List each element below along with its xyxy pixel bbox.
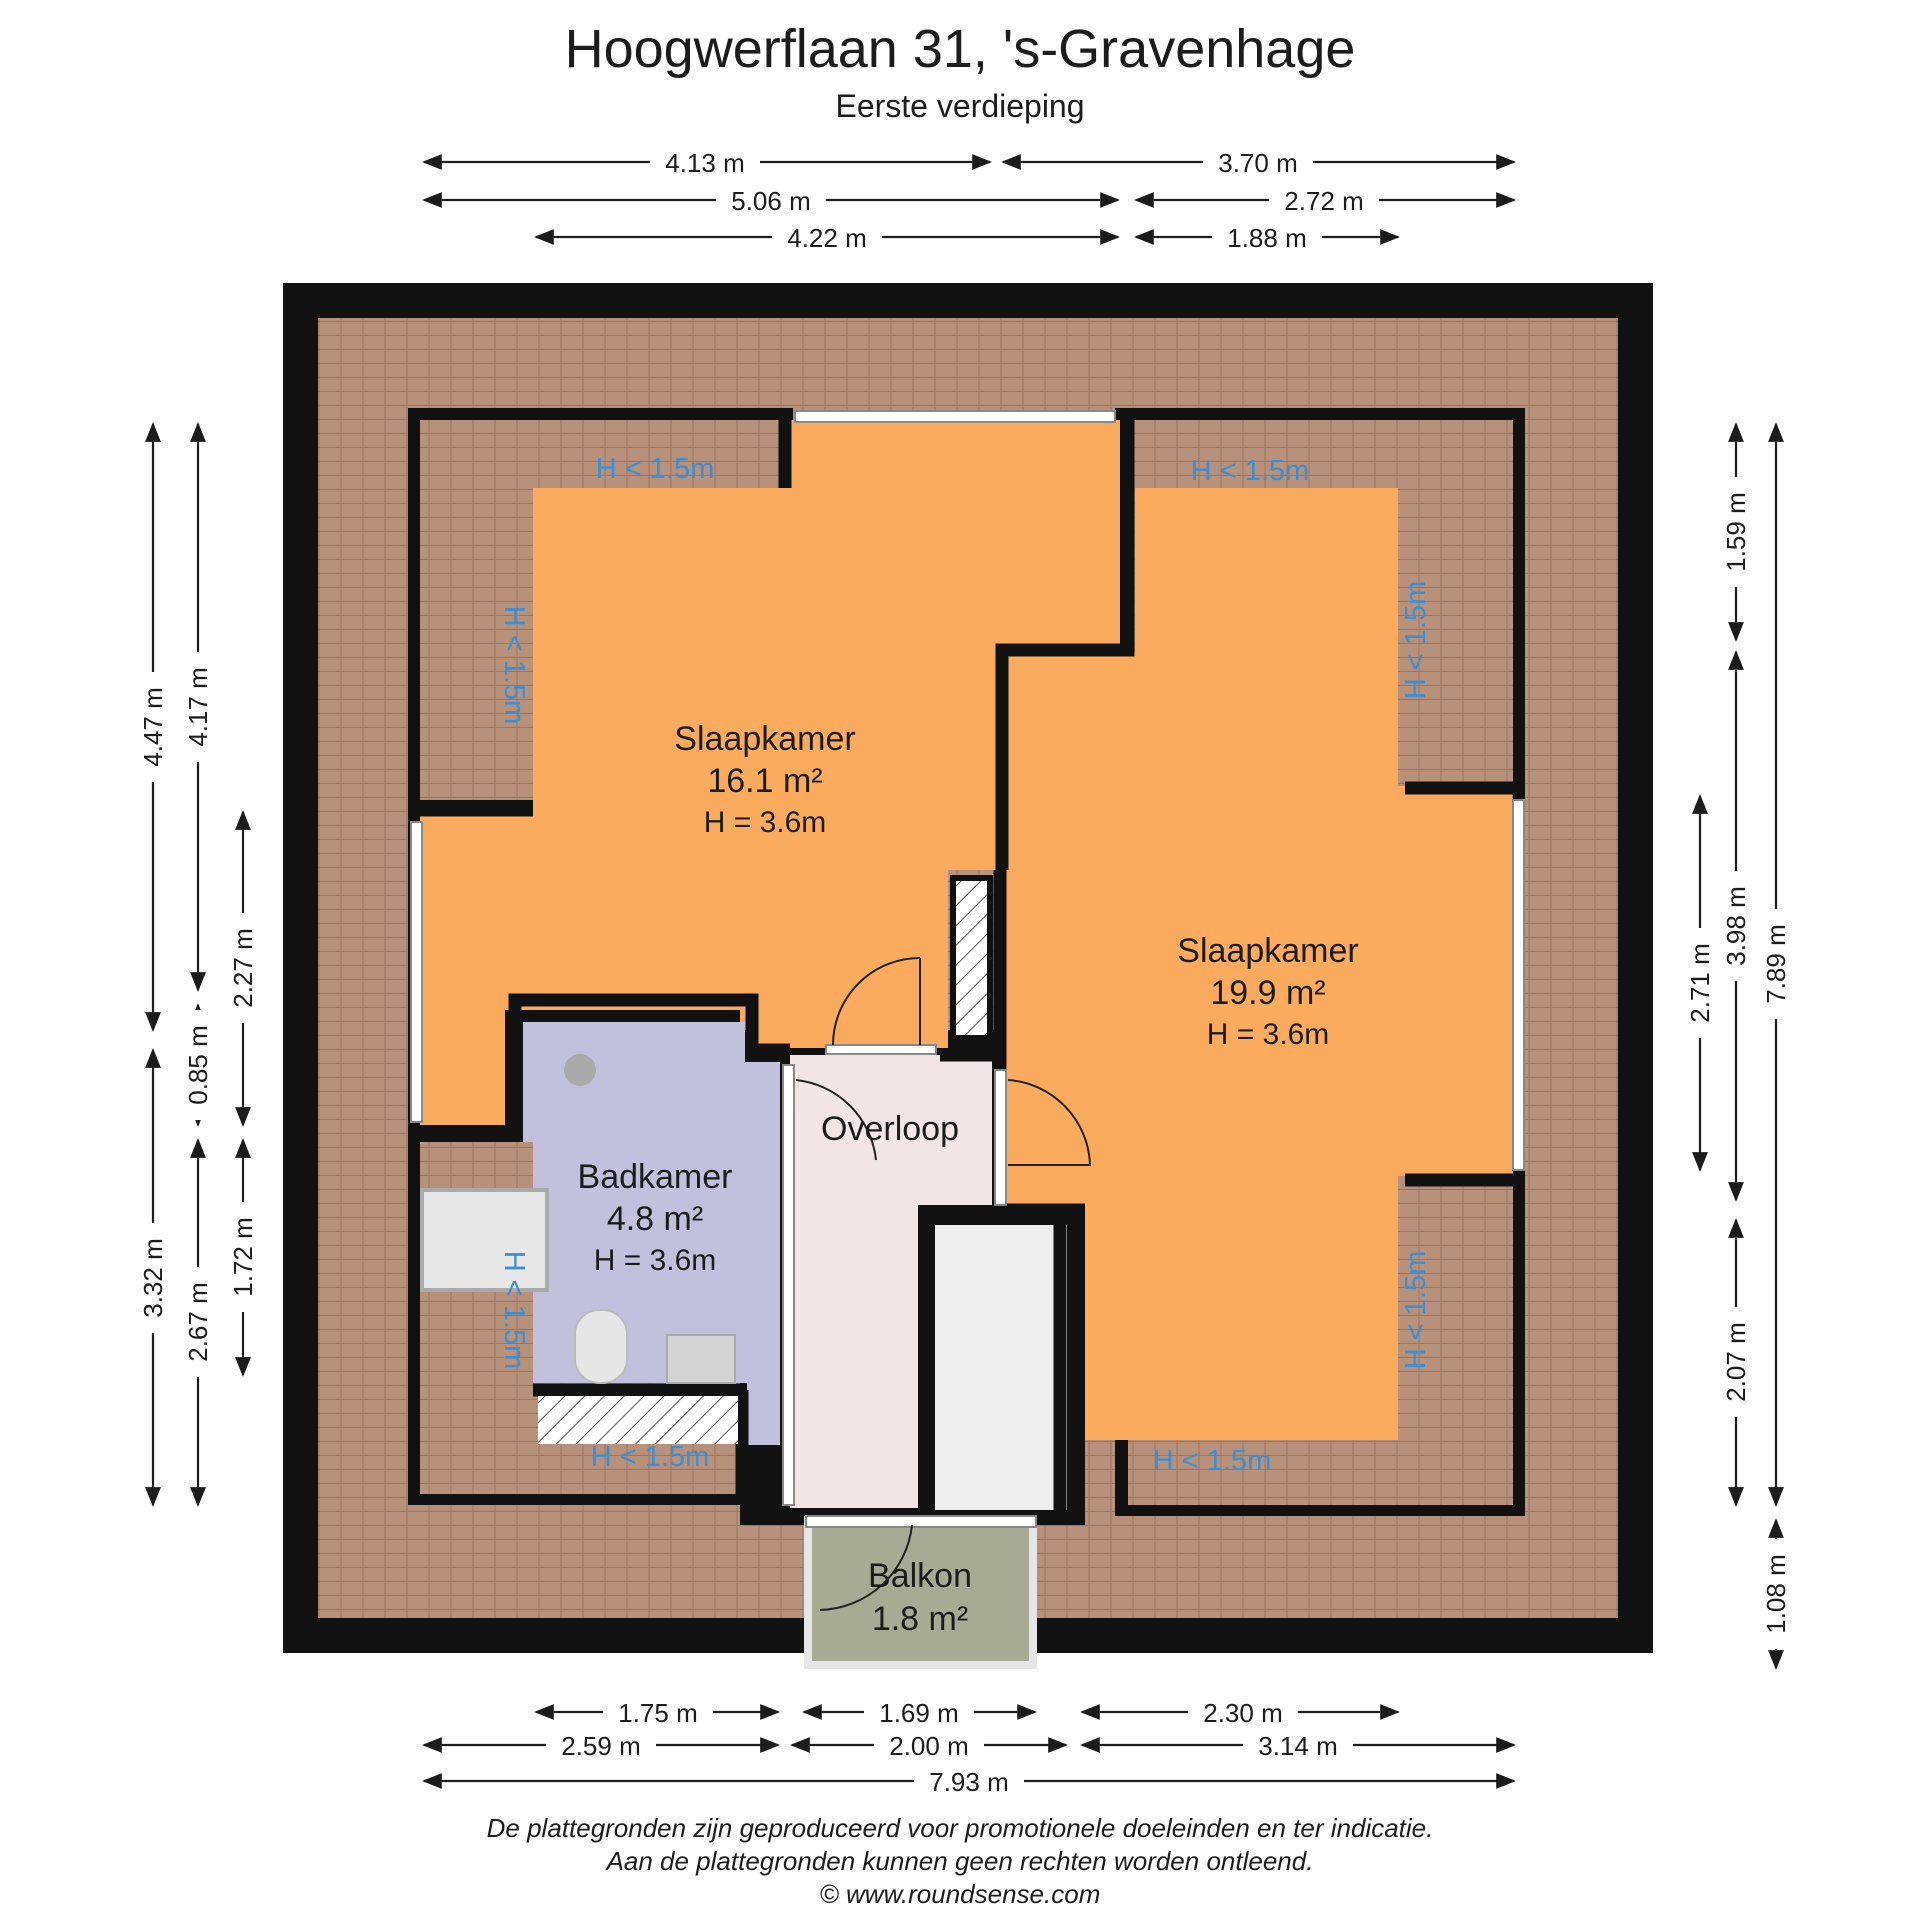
dim-top-3a: 4.22 m <box>787 223 867 253</box>
low-ceiling-label: H < 1.5m <box>1191 455 1309 487</box>
low-ceiling-label: H < 1.5m <box>596 453 714 485</box>
page-title: Hoogwerflaan 31, 's-Gravenhage <box>564 19 1356 79</box>
room-height-slaapkamer-left: H = 3.6m <box>704 806 827 839</box>
low-ceiling-label: H < 1.5m <box>1400 1251 1432 1369</box>
dim-top-3b: 1.88 m <box>1227 223 1307 253</box>
dim-bottom-3: 7.93 m <box>929 1767 1009 1797</box>
stair-area <box>935 1225 1067 1510</box>
interior-walls <box>413 408 1525 1525</box>
dim-left-3a: 2.27 m <box>228 928 258 1008</box>
dim-bottom-1b: 1.69 m <box>879 1698 959 1728</box>
dim-top-1b: 3.70 m <box>1218 148 1298 178</box>
room-area-slaapkamer-right: 19.9 m² <box>1210 974 1325 1012</box>
low-ceiling-label: H < 1.5m <box>1400 581 1432 699</box>
dim-right-2a: 1.59 m <box>1721 492 1751 572</box>
room-area-badkamer: 4.8 m² <box>607 1200 703 1238</box>
shower-head-icon <box>564 1054 596 1086</box>
room-area-slaapkamer-left: 16.1 m² <box>707 762 822 800</box>
dim-left-1a: 4.47 m <box>138 687 168 767</box>
bathtub <box>420 1188 549 1292</box>
low-ceiling-label: H < 1.5m <box>498 1251 530 1369</box>
dim-left-3b: 1.72 m <box>228 1217 258 1297</box>
dim-right-2b: 3.98 m <box>1721 886 1751 966</box>
windows <box>410 410 1525 1528</box>
room-label-slaapkamer-left: Slaapkamer <box>674 720 855 758</box>
hatched-shaft <box>950 875 993 1041</box>
low-ceiling-label: H < 1.5m <box>591 1441 709 1473</box>
disclaimer: De plattegronden zijn geproduceerd voor … <box>0 1812 1920 1911</box>
low-ceiling-label: H < 1.5m <box>498 606 530 724</box>
copyright-link[interactable]: © www.roundsense.com <box>819 1879 1101 1909</box>
room-height-badkamer: H = 3.6m <box>594 1244 717 1277</box>
dim-right-3b: 1.08 m <box>1761 1554 1791 1634</box>
disclaimer-line-2: Aan de plattegronden kunnen geen rechten… <box>606 1846 1314 1876</box>
door-swings <box>795 957 1092 1611</box>
dim-left-2a: 4.17 m <box>183 667 213 747</box>
toilet <box>574 1309 628 1384</box>
floor-subtitle: Eerste verdieping <box>835 88 1085 124</box>
sink <box>666 1334 736 1384</box>
room-area-balkon: 1.8 m² <box>872 1600 968 1638</box>
dim-right-2c: 2.07 m <box>1721 1322 1751 1402</box>
dim-bottom-1c: 2.30 m <box>1203 1698 1283 1728</box>
low-ceiling-label: H < 1.5m <box>1153 1445 1271 1477</box>
room-slaapkamer-right <box>1002 488 1512 1440</box>
dimension-labels: 4.13 m 3.70 m 5.06 m 2.72 m 4.22 m 1.88 … <box>137 146 1792 1797</box>
dim-right-1a: 2.71 m <box>1685 943 1715 1023</box>
dim-bottom-2c: 3.14 m <box>1258 1731 1338 1761</box>
dim-right-3a: 7.89 m <box>1761 924 1791 1004</box>
hatched-chimney <box>538 1396 738 1444</box>
room-height-slaapkamer-right: H = 3.6m <box>1207 1018 1330 1051</box>
room-slaapkamer-left <box>420 420 1120 1125</box>
dim-bottom-1a: 1.75 m <box>618 1698 698 1728</box>
room-balkon <box>804 1516 1037 1669</box>
dim-left-2b: 0.85 m <box>183 1025 213 1105</box>
dim-left-1b: 3.32 m <box>138 1238 168 1318</box>
dim-top-2b: 2.72 m <box>1284 186 1364 216</box>
room-label-overloop: Overloop <box>821 1110 959 1148</box>
room-label-badkamer: Badkamer <box>578 1158 733 1196</box>
dim-top-2a: 5.06 m <box>731 186 811 216</box>
room-overloop <box>790 1055 992 1508</box>
disclaimer-line-1: De plattegronden zijn geproduceerd voor … <box>486 1813 1434 1843</box>
room-label-slaapkamer-right: Slaapkamer <box>1177 932 1358 970</box>
room-label-balkon: Balkon <box>868 1557 972 1595</box>
dim-top-1a: 4.13 m <box>665 148 745 178</box>
dim-left-2c: 2.67 m <box>183 1282 213 1362</box>
dim-bottom-2b: 2.00 m <box>889 1731 969 1761</box>
dim-bottom-2a: 2.59 m <box>561 1731 641 1761</box>
